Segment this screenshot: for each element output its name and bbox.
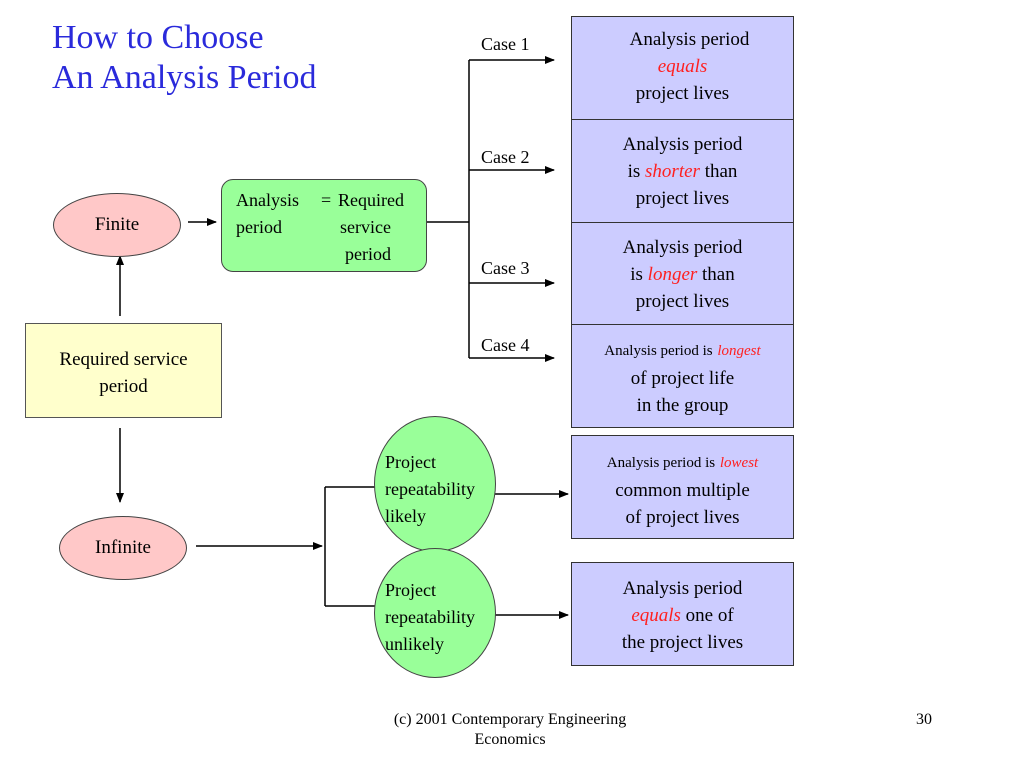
repeatability-unlikely-node: Project repeatability unlikely [374,548,496,678]
required-word: Required [338,190,404,210]
outcome-text: Analysis period [622,134,743,155]
copyright-line-2: Economics [474,731,546,748]
outcome-emphasis: equals [631,605,681,626]
outcome-text: Analysis period is [606,455,716,471]
page-number: 30 [916,711,932,728]
outcome-text: than [704,161,738,182]
repeatability-text: Project [385,452,436,472]
outcome-text: Analysis period [622,237,743,258]
finite-node: Finite [53,193,181,257]
case-1-label: Case 1 [481,34,530,54]
outcome-text: in the group [636,395,729,416]
outcome-emphasis: lowest [719,455,759,471]
repeatability-likely-node: Project repeatability likely [374,416,496,552]
outcome-text: project lives [635,188,730,209]
equals-sign: = [321,190,332,210]
outcome-text: project lives [635,83,730,104]
service-word: service [340,217,391,237]
repeatability-text: likely [385,506,426,526]
outcome-text: is [627,161,641,182]
outcome-text: of project life [630,368,735,389]
outcome-text: one of [685,605,734,626]
repeatability-text: repeatability [385,479,475,499]
case-3-label: Case 3 [481,258,530,278]
infinite-node: Infinite [59,516,187,580]
required-service-text: Required service [59,349,188,370]
outcome-text: the project lives [621,632,744,653]
case-2-label: Case 2 [481,147,530,167]
title-line-2: An Analysis Period [52,59,317,96]
analysis-equals-required-box: Analysis period = Required service perio… [221,179,427,272]
analysis-word: Analysis [236,190,299,210]
outcome-text: than [702,264,735,285]
required-service-text: period [99,376,148,397]
footer-copyright: (c) 2001 Contemporary Engineering Econom… [360,710,660,750]
period-word: period [236,217,282,237]
outcome-text: common multiple [615,480,750,501]
outcome-repeat-unlikely: Analysis period equals one of the projec… [571,562,794,666]
outcome-case-4: Analysis period is longest of project li… [571,324,794,428]
outcome-emphasis: shorter [645,161,700,182]
outcome-text: of project lives [625,507,740,528]
outcome-text: project lives [635,291,730,312]
outcome-emphasis: longer [647,264,698,285]
repeatability-text: Project [385,580,436,600]
repeatability-text: repeatability [385,607,475,627]
outcome-case-1: Analysis period equals project lives [571,16,794,120]
finite-label: Finite [94,214,140,235]
copyright-line-1: (c) 2001 Contemporary Engineering [393,711,627,728]
period-word-2: period [345,244,391,264]
infinite-label: Infinite [95,537,151,558]
outcome-case-3: Analysis period is longer than project l… [571,222,794,326]
outcome-emphasis: longest [717,343,761,359]
page-title: How to Choose An Analysis Period [52,18,316,98]
required-service-period-box: Required service period [25,323,222,418]
outcome-emphasis: equals [657,56,708,77]
outcome-case-2: Analysis period is shorter than project … [571,119,794,223]
repeatability-text: unlikely [385,634,444,654]
outcome-repeat-likely: Analysis period is lowest common multipl… [571,435,794,539]
title-line-1: How to Choose [52,19,264,56]
outcome-text: Analysis period is [604,343,713,359]
outcome-text: Analysis period [629,29,750,50]
outcome-text: Analysis period [622,578,743,599]
case-4-label: Case 4 [481,335,530,355]
outcome-text: is [630,264,643,285]
